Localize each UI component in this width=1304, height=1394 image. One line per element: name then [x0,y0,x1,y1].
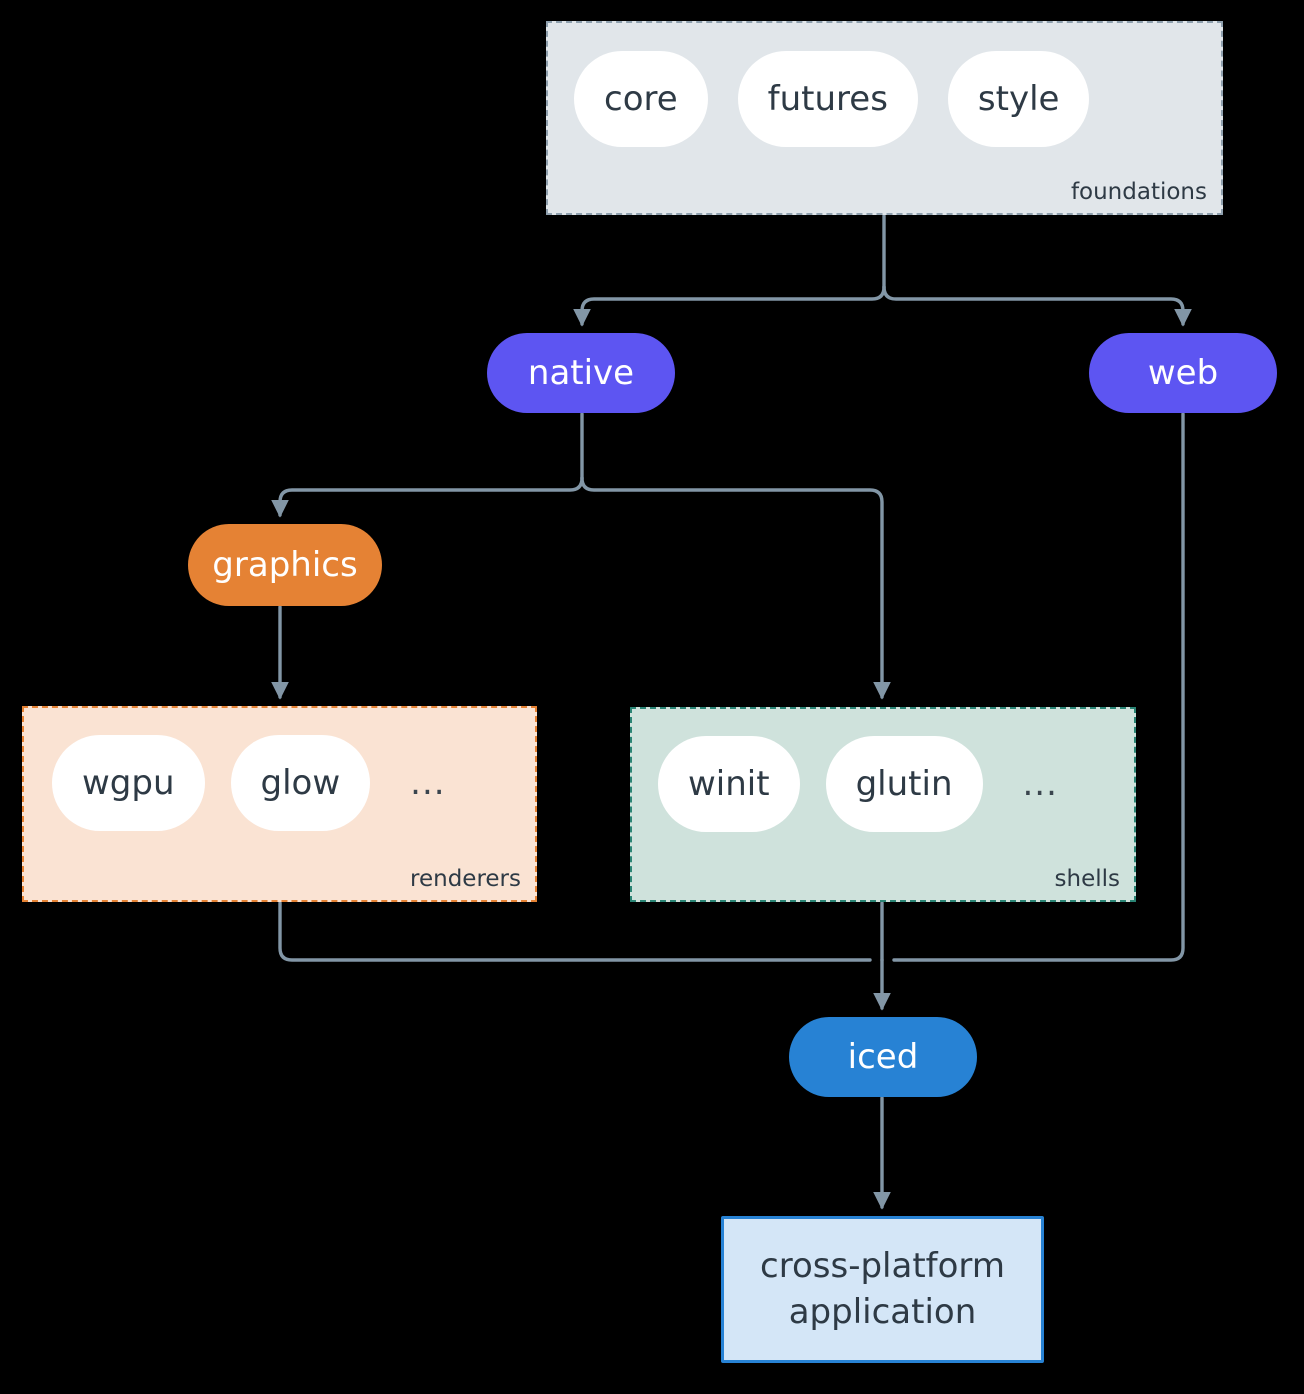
node-native[interactable]: native [487,333,675,413]
edge-renderers-to-iced [278,901,872,962]
shells-ellipsis: ... [1022,764,1058,804]
node-web[interactable]: web [1089,333,1277,413]
pill-wgpu[interactable]: wgpu [52,735,205,831]
pill-winit[interactable]: winit [658,736,800,832]
group-label-renderers: renderers [410,866,521,892]
shells-pill-row: winit glutin ... [658,736,1058,832]
node-cross-platform-application[interactable]: cross-platform application [721,1216,1044,1363]
group-shells: winit glutin ... shells [630,707,1136,902]
pill-style[interactable]: style [947,51,1090,147]
renderers-ellipsis: ... [410,763,446,803]
foundations-pill-row: core futures style [574,51,1090,147]
edge-native-to-shells [580,476,891,700]
pill-core[interactable]: core [574,51,708,147]
group-label-shells: shells [1054,866,1120,892]
renderers-pill-row: wgpu glow ... [52,735,446,831]
edge-foundations-to-web [882,285,1192,327]
edge-foundations-to-native [573,285,886,327]
group-label-foundations: foundations [1070,179,1207,205]
pill-futures[interactable]: futures [737,51,918,147]
group-renderers: wgpu glow ... renderers [22,706,537,902]
group-foundations: core futures style foundations [546,21,1223,215]
pill-glutin[interactable]: glutin [825,736,983,832]
node-iced[interactable]: iced [789,1017,977,1097]
application-label-line1: cross-platform [760,1245,1005,1286]
edge-native-to-graphics [271,476,584,518]
application-label-line2: application [788,1291,977,1332]
node-graphics[interactable]: graphics [188,524,382,606]
pill-glow[interactable]: glow [230,735,371,831]
